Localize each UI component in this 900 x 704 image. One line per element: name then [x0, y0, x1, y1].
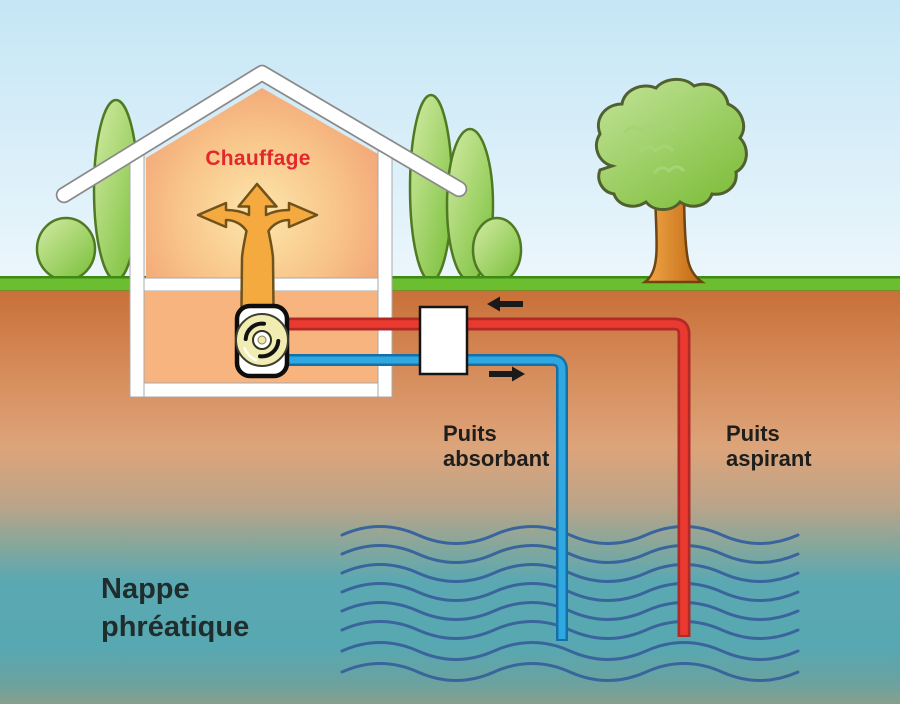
grass-bottom-edge	[0, 290, 900, 292]
water-table-label: Nappe phréatique	[101, 573, 250, 643]
heating-label: Chauffage	[205, 147, 311, 170]
heat-pump-fan-icon	[235, 313, 289, 367]
flow-arrows	[487, 296, 525, 382]
suction-well-label: Puits aspirant	[726, 421, 812, 471]
basement-floor-slab	[129, 382, 393, 398]
bush-round-left	[35, 216, 97, 282]
heat-pump	[234, 303, 290, 379]
absorbing-well-label: Puits absorbant	[443, 421, 550, 471]
roof	[57, 66, 466, 202]
tree-canopy-detail	[623, 123, 685, 174]
house-wall-left	[129, 147, 145, 398]
flow-in-arrow-icon	[487, 296, 523, 312]
grass-top-edge	[0, 276, 900, 279]
bush-round-right	[471, 216, 523, 284]
water-table-waves	[340, 525, 800, 682]
cold-pipe	[280, 354, 568, 641]
flow-out-arrow-icon	[489, 366, 525, 382]
hot-pipe	[280, 317, 691, 637]
tree-canopy	[595, 78, 748, 211]
tree	[595, 78, 748, 284]
heat-exchange-box	[418, 305, 469, 376]
